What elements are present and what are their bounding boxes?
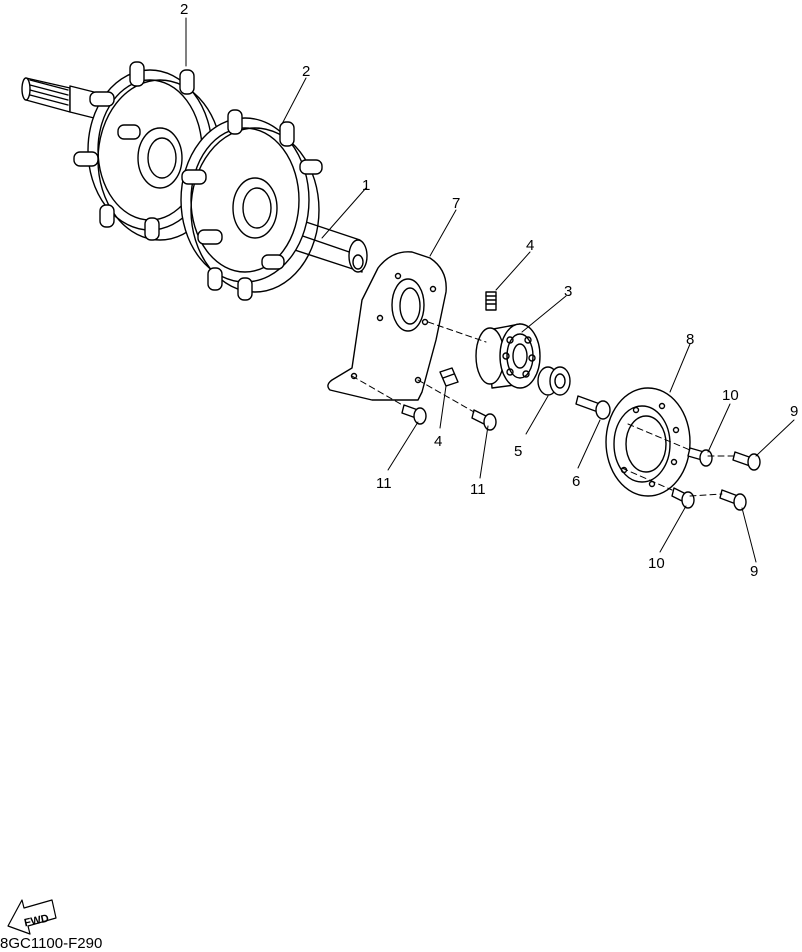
callout-7: 7 [452, 195, 460, 212]
fwd-label: FWD [23, 913, 50, 930]
callout-10-upper: 10 [722, 387, 739, 404]
callout-3: 3 [564, 283, 572, 300]
callout-labels: 2 2 1 7 4 3 4 5 6 8 10 9 10 9 11 11 [180, 1, 798, 580]
bearing-housing-bracket [328, 252, 446, 400]
callout-4-lower: 4 [434, 433, 442, 450]
callout-11-left: 11 [376, 475, 392, 492]
bolt-9-lower [720, 490, 746, 510]
nut-10-upper [688, 448, 712, 466]
bolt-11-left [402, 405, 426, 424]
callout-9-lower: 9 [750, 563, 758, 580]
collar [538, 367, 570, 395]
callout-2-right: 2 [302, 63, 310, 80]
bolt-9-upper [733, 452, 760, 470]
drawing-code: 8GC1100-F290 [0, 935, 102, 952]
callout-1: 1 [362, 177, 370, 194]
bolt-11-right [472, 410, 496, 430]
callout-10-lower: 10 [648, 555, 665, 572]
set-screw-lower [440, 368, 458, 386]
end-plate [606, 388, 690, 496]
set-screw-upper [486, 292, 496, 310]
assembly-guide-lines [351, 321, 736, 497]
nut-10-lower [672, 488, 694, 508]
callout-6: 6 [572, 473, 580, 490]
callout-8: 8 [686, 331, 694, 348]
sprocket-right [181, 110, 322, 300]
bearing [476, 324, 540, 388]
callout-2-top: 2 [180, 1, 188, 18]
callout-4-upper: 4 [526, 237, 534, 254]
bolt-6 [576, 396, 610, 419]
callout-11-right: 11 [470, 481, 486, 498]
callout-5: 5 [514, 443, 522, 460]
leader-lines [185, 17, 795, 563]
callout-9-upper: 9 [790, 403, 798, 420]
fwd-arrow-icon [7, 899, 57, 935]
